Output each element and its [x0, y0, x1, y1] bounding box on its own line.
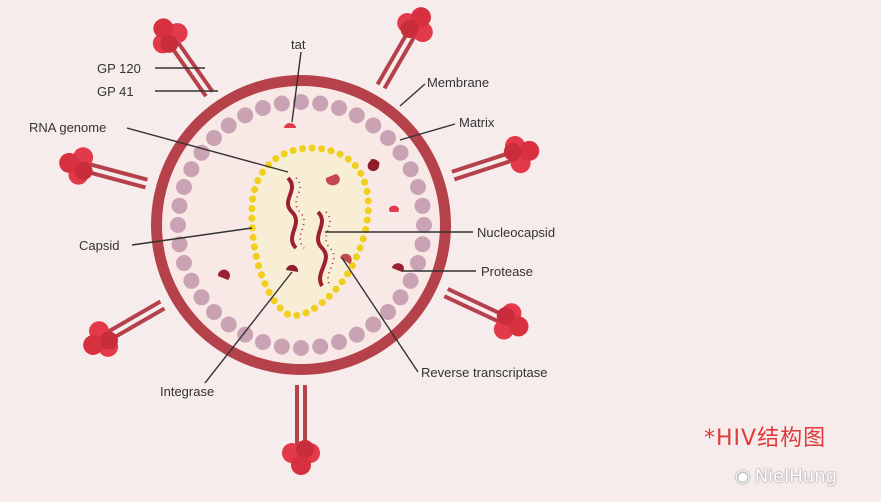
matrix-bead	[365, 316, 382, 333]
matrix-bead	[220, 316, 237, 333]
viral-proteins	[217, 123, 404, 280]
label-matrix: Matrix	[459, 115, 495, 130]
matrix-bead	[365, 117, 382, 134]
matrix-bead	[183, 272, 200, 289]
protein-fragment	[389, 205, 400, 212]
tat-protein	[284, 123, 296, 128]
matrix-bead	[183, 161, 200, 178]
matrix-bead	[255, 334, 271, 350]
matrix-bead	[170, 217, 186, 233]
leader-lines	[126, 51, 476, 384]
matrix-bead	[380, 130, 396, 146]
rna-genome-strands	[286, 176, 335, 287]
label-gp120: GP 120	[97, 61, 141, 76]
matrix-bead	[176, 255, 192, 271]
matrix-bead	[193, 289, 210, 306]
protein-cluster	[367, 159, 380, 172]
matrix-bead	[402, 272, 419, 289]
matrix-bead	[402, 161, 419, 178]
matrix-bead	[392, 289, 409, 306]
protease-protein	[392, 263, 404, 272]
figure-caption: *HIV结构图	[704, 426, 827, 451]
weibo-logo-icon: ◉	[735, 466, 751, 487]
matrix-bead	[414, 236, 431, 253]
matrix-layer	[170, 94, 432, 356]
matrix-bead	[237, 107, 254, 124]
spike-envelope-glycoprotein	[437, 275, 536, 348]
matrix-bead	[193, 144, 210, 161]
matrix-bead	[410, 255, 426, 271]
matrix-bead	[220, 117, 237, 134]
label-protease: Protease	[481, 264, 533, 279]
capsid-cone	[248, 144, 372, 319]
label-capsid: Capsid	[79, 238, 119, 253]
matrix-bead	[171, 197, 188, 214]
matrix-bead	[331, 100, 347, 116]
label-membrane: Membrane	[427, 75, 489, 90]
protein-fragment	[325, 174, 340, 186]
matrix-bead	[176, 179, 192, 195]
matrix-bead	[414, 197, 431, 214]
matrix-bead	[273, 95, 290, 112]
matrix-bead	[255, 100, 271, 116]
protein-fragment	[217, 269, 230, 280]
matrix-bead	[348, 107, 365, 124]
label-gp41: GP 41	[97, 84, 134, 99]
matrix-bead	[293, 94, 309, 110]
label-nucleocapsid: Nucleocapsid	[477, 225, 555, 240]
spike-envelope-glycoprotein	[447, 129, 545, 194]
matrix-bead	[348, 326, 365, 343]
matrix-bead	[410, 179, 426, 195]
reverse-transcriptase-protein	[340, 253, 352, 264]
matrix-bead	[392, 144, 409, 161]
integrase-protein	[286, 264, 299, 272]
label-rna-genome: RNA genome	[29, 120, 106, 135]
label-reverse-transcriptase: Reverse transcriptase	[421, 365, 547, 380]
matrix-bead	[293, 340, 309, 356]
matrix-bead	[331, 334, 347, 350]
matrix-bead	[273, 338, 290, 355]
matrix-bead	[171, 236, 188, 253]
matrix-bead	[206, 304, 222, 320]
matrix-bead	[237, 326, 254, 343]
matrix-bead	[206, 130, 222, 146]
spike-envelope-glycoprotein	[282, 385, 320, 475]
matrix-bead	[416, 217, 432, 233]
spike-envelope-glycoprotein	[74, 288, 172, 367]
watermark-text: NielHung	[754, 466, 838, 487]
label-integrase: Integrase	[160, 384, 214, 399]
spike-envelope-glycoprotein	[54, 141, 152, 202]
matrix-bead	[312, 95, 329, 112]
matrix-bead	[380, 304, 396, 320]
label-tat: tat	[291, 37, 306, 52]
matrix-bead	[312, 338, 329, 355]
labels: GP 120 GP 41 tat Membrane Matrix RNA gen…	[29, 37, 555, 399]
watermark: ◉NielHung	[735, 466, 837, 487]
